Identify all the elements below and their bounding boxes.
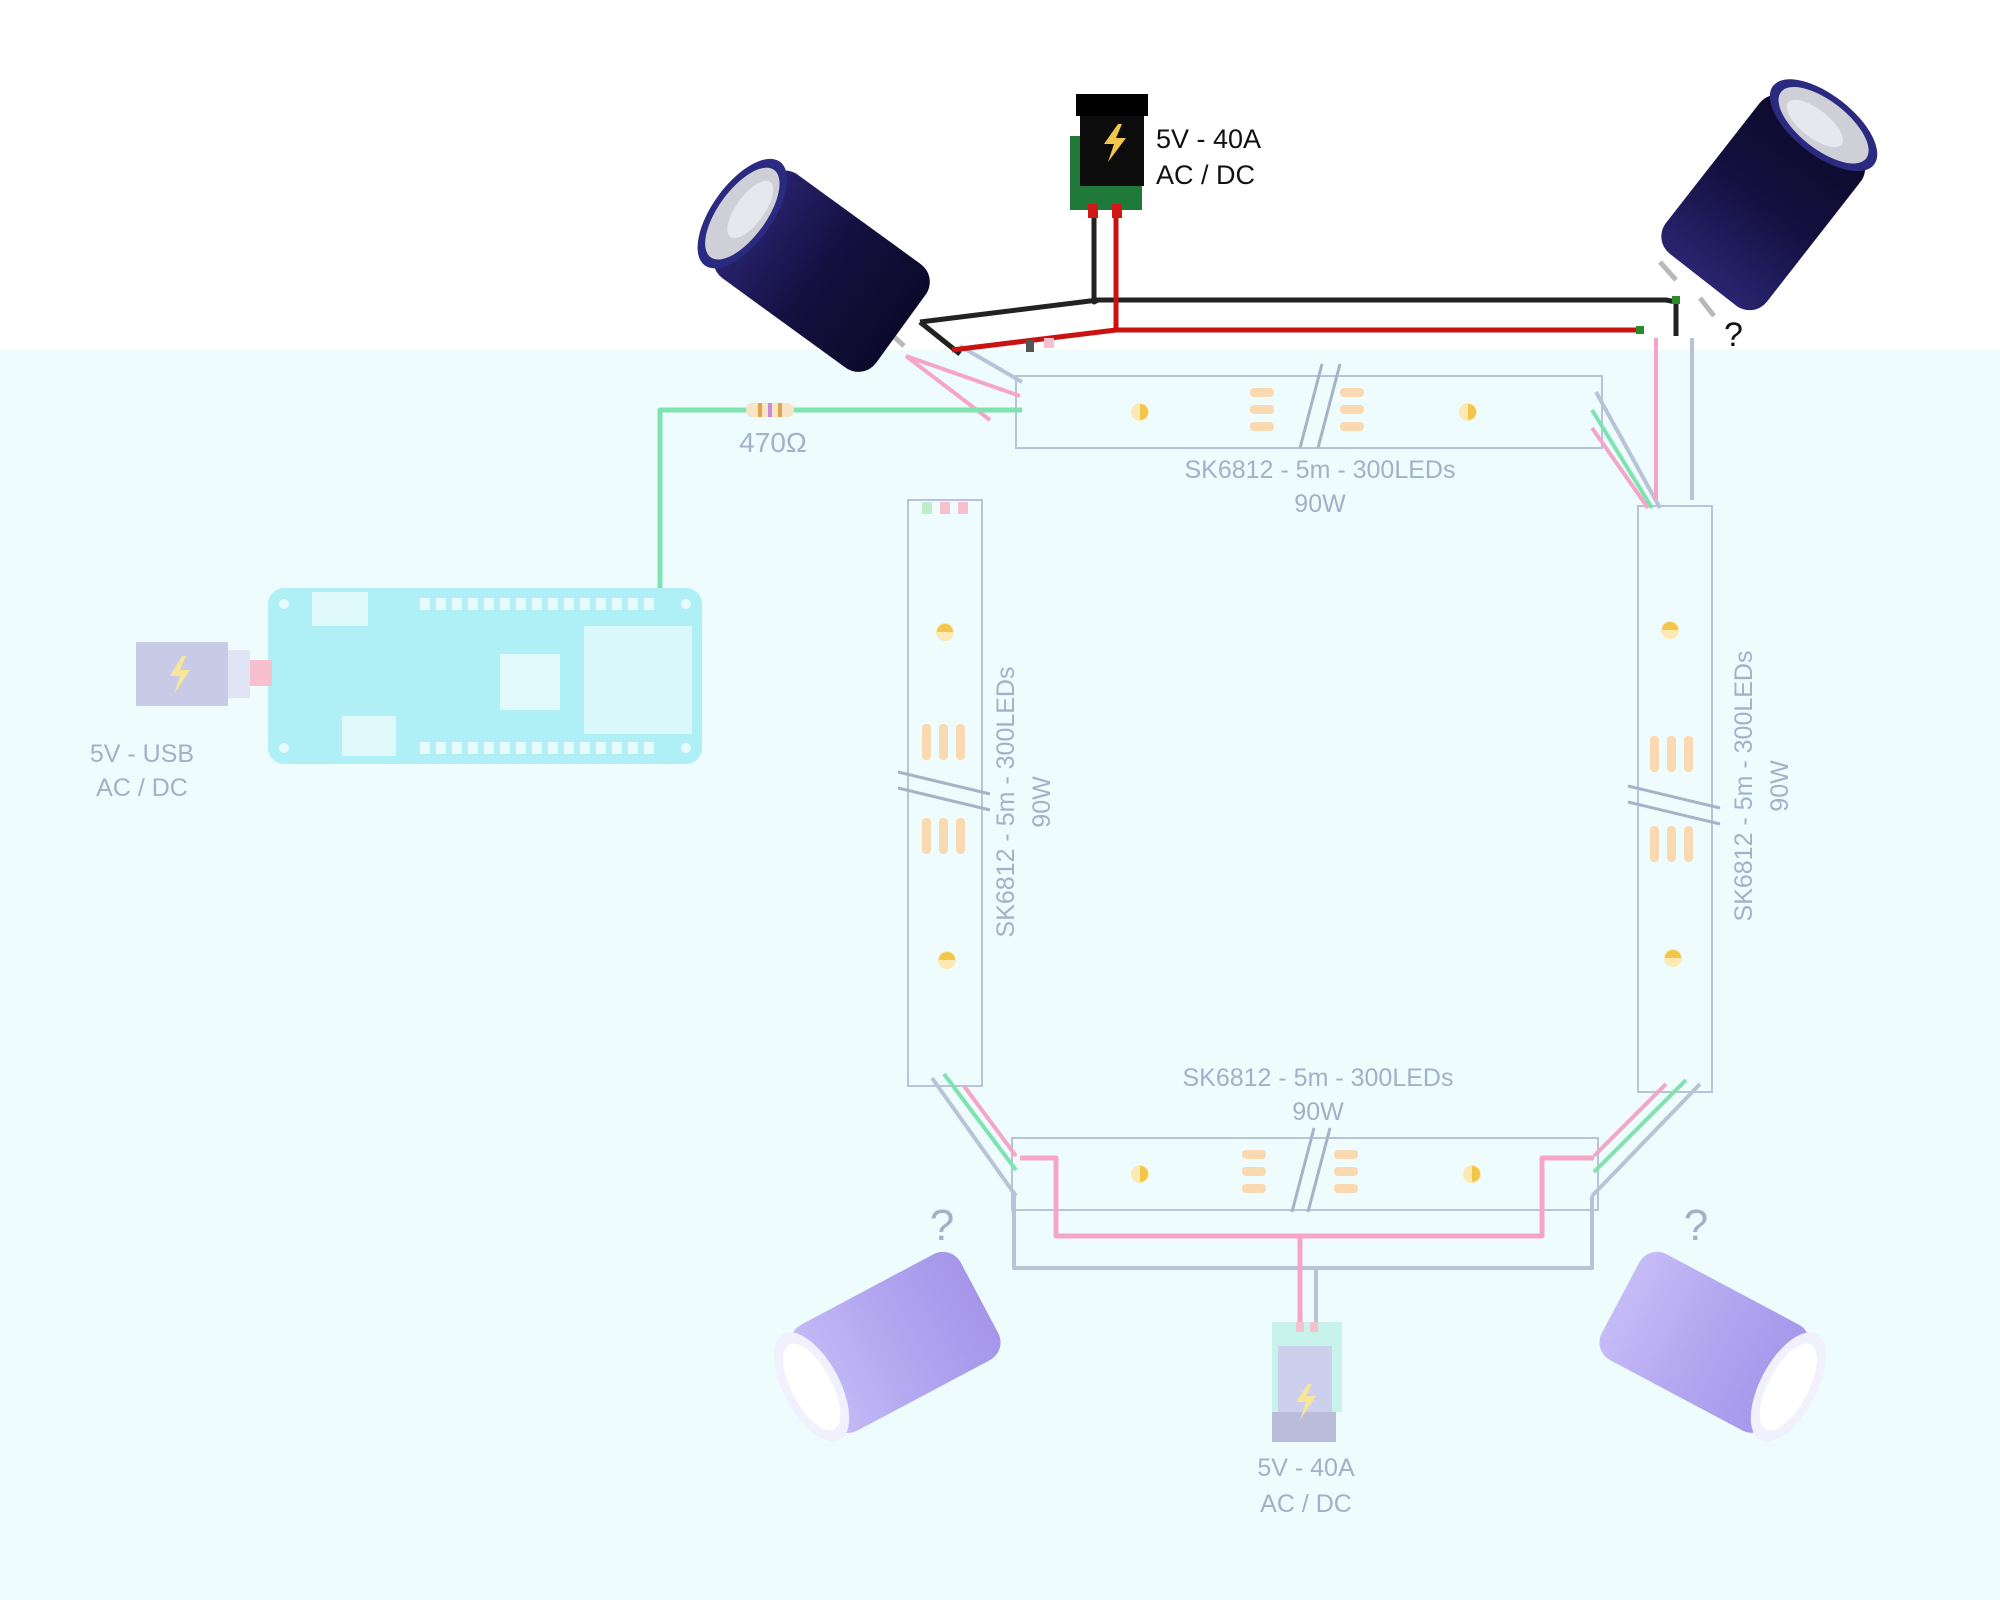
wire-node: [1636, 326, 1644, 334]
usb-port: [312, 592, 368, 626]
wire-corner-data: [1592, 1078, 1688, 1174]
cut-mark: [1627, 784, 1721, 810]
led-chip: [1463, 1165, 1481, 1183]
wire-node: [1672, 296, 1680, 304]
resistor-pair: [1250, 388, 1364, 431]
power-supply-bottom-line1: 5V - 40A: [1257, 1454, 1355, 1482]
wire-ground-bottom: [1012, 1196, 1594, 1270]
led-strip-right: SK6812 - 5m - 300LEDs 90W: [1627, 505, 1794, 1093]
wire-corner-gray: [1594, 391, 1662, 509]
lightning-bolt-icon: [1296, 1384, 1316, 1420]
led-chip: [938, 951, 956, 969]
wire-corner-power: [1592, 1082, 1668, 1158]
background-top: [0, 0, 2000, 350]
resistor-pair: [1242, 1150, 1358, 1193]
cut-mark: [897, 770, 991, 796]
wire-ground-main: [1091, 210, 1679, 336]
chip: [500, 654, 560, 710]
resistor-pair: [1650, 736, 1693, 862]
capacitor-top-left: [697, 158, 930, 372]
usb-power-supply: 5V - USB AC / DC: [90, 642, 272, 802]
wire-node: [1044, 338, 1054, 348]
resistor-label: 470Ω: [739, 427, 807, 458]
power-supply-top-line2: AC / DC: [1156, 160, 1255, 190]
unknown-mark: ?: [930, 1201, 954, 1250]
strip-label-top-line1: SK6812 - 5m - 300LEDs: [1185, 456, 1456, 484]
resistor-pair: [922, 724, 965, 854]
capacitor-bottom-left: ?: [774, 1201, 1001, 1442]
lightning-bolt-icon: [170, 656, 190, 694]
strip-label-left-line1: SK6812 - 5m - 300LEDs: [992, 667, 1020, 938]
lightning-bolt-icon: [1104, 124, 1126, 162]
wire-corner-data: [942, 1072, 1018, 1172]
active-wiring: [918, 210, 1680, 356]
power-supply-top: 5V - 40A AC / DC: [1070, 94, 1261, 218]
capacitor-top-right: ?: [1658, 79, 1878, 354]
wire-ground-topleft: [958, 344, 1024, 384]
strip-label-left-line2: 90W: [1028, 776, 1056, 828]
background-faded: [0, 350, 2000, 1600]
wire-corner-gray: [930, 1076, 1018, 1198]
microcontroller-board: [268, 588, 702, 764]
strip-label-right-line1: SK6812 - 5m - 300LEDs: [1730, 651, 1758, 922]
faded-wiring: [657, 338, 1702, 1322]
strip-label-bottom-line1: SK6812 - 5m - 300LEDs: [1183, 1064, 1454, 1092]
capacitor-bottom-right: ?: [1599, 1201, 1826, 1442]
power-supply-top-line1: 5V - 40A: [1156, 124, 1261, 154]
power-supply-bottom-line2: AC / DC: [1260, 1490, 1352, 1518]
led-chip: [1131, 1165, 1149, 1183]
battery-connector: [342, 716, 396, 756]
led-chip: [1661, 621, 1679, 639]
led-strip-bottom: SK6812 - 5m - 300LEDs 90W: [1011, 1064, 1599, 1213]
wire-corner-power: [1590, 426, 1650, 510]
wire-ground-left-cap: [919, 297, 1099, 325]
unknown-mark: ?: [1684, 1201, 1708, 1250]
led-strip-left: SK6812 - 5m - 300LEDs 90W: [897, 499, 1056, 1087]
usb-supply-line2: AC / DC: [96, 774, 188, 802]
led-chip: [1459, 403, 1477, 421]
wire-corner-power: [962, 1084, 1018, 1158]
cut-mark: [1627, 800, 1721, 826]
cut-mark: [1298, 363, 1324, 449]
strip-label-right-line2: 90W: [1766, 760, 1794, 812]
led-strip-top: SK6812 - 5m - 300LEDs 90W: [1015, 363, 1603, 518]
unknown-mark: ?: [1724, 316, 1743, 354]
cut-mark: [1316, 363, 1342, 449]
led-chip: [936, 623, 954, 641]
cut-mark: [1306, 1127, 1332, 1213]
usb-supply-line1: 5V - USB: [90, 740, 194, 768]
resistor-470: 470Ω: [739, 403, 807, 458]
led-chip: [1664, 949, 1682, 967]
led-chip: [1131, 403, 1149, 421]
wire-corner-data: [1590, 408, 1654, 510]
cut-mark: [897, 786, 991, 812]
wire-data-main: [657, 407, 1022, 600]
strip-label-bottom-line2: 90W: [1292, 1098, 1344, 1126]
wire-power-topleft: [905, 354, 1021, 398]
cut-mark: [1290, 1127, 1316, 1213]
strip-label-top-line2: 90W: [1294, 490, 1346, 518]
power-supply-bottom: 5V - 40A AC / DC: [1257, 1322, 1355, 1518]
wire-corner-gray: [1590, 1082, 1702, 1198]
wire-node: [1026, 340, 1034, 352]
sd-card-slot: [584, 626, 692, 734]
